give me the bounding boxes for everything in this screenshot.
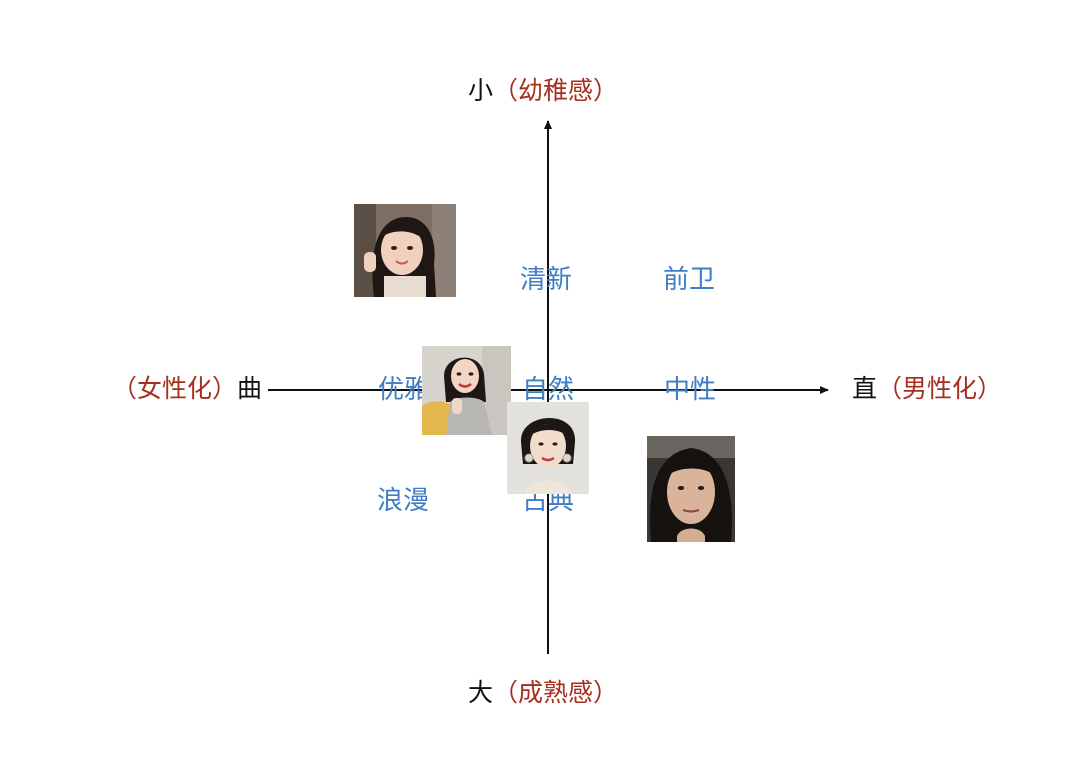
style-term-youya: 优雅 (378, 375, 431, 405)
axis-label-bottom-main: 大 (468, 678, 494, 707)
axis-label-top-sub: （幼稚感） (493, 76, 619, 105)
portrait-photo-young-woman-indoor (354, 204, 456, 297)
style-term-qianwei: 前卫 (663, 265, 716, 295)
axis-label-left-sub: （女性化） (112, 374, 238, 403)
style-term-qingxin: 清新 (520, 265, 573, 295)
axis-label-right-sub: （男性化） (877, 374, 1003, 403)
portrait-photo-woman-earrings (507, 402, 589, 494)
axis-label-top: 小（幼稚感） (468, 76, 618, 106)
style-term-ziran: 自然 (522, 375, 575, 405)
axis-label-right-main: 直 (852, 374, 878, 403)
axis-label-top-main: 小 (468, 76, 494, 105)
axis-label-left: （女性化）曲 (112, 374, 262, 404)
style-term-langman: 浪漫 (377, 486, 430, 516)
axis-label-bottom-sub: （成熟感） (493, 678, 619, 707)
portrait-photo-woman-holding-guitar (422, 346, 511, 435)
axis-label-left-main: 曲 (237, 374, 263, 403)
portrait-photo-woman-selfie (647, 436, 735, 542)
style-term-zhongxing: 中性 (664, 375, 717, 405)
axis-label-bottom: 大（成熟感） (468, 678, 618, 708)
axis-label-right: 直（男性化） (852, 374, 1002, 404)
